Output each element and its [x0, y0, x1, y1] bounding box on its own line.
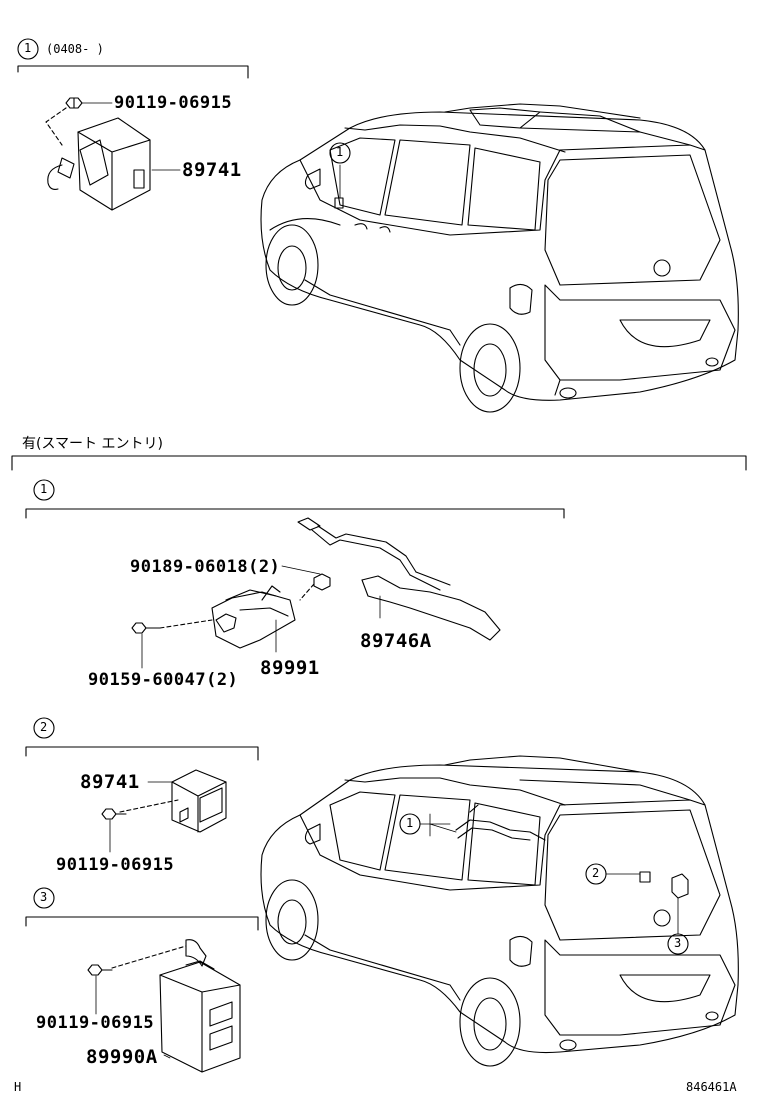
- part-number-clip[interactable]: 90189-06018(2): [130, 557, 281, 577]
- vehicle-callout-top: 1: [336, 145, 344, 159]
- part-number-bolt-g2[interactable]: 90119-06915: [56, 855, 175, 875]
- part-number-screw[interactable]: 90159-60047(2): [88, 670, 239, 690]
- section1-date-range: (0408- ): [46, 42, 104, 56]
- bracket-icon: [211, 585, 296, 653]
- computer-module-icon: [47, 117, 181, 211]
- part-number-bolt-top[interactable]: 90119-06915: [114, 93, 233, 113]
- wire-harness-icon: [297, 517, 501, 641]
- module-89741-icon: [119, 769, 227, 833]
- vehicle-callout-1: 1: [406, 816, 414, 830]
- vehicle-callout-3: 3: [674, 936, 682, 950]
- bolt-90119-icon-g3: [87, 945, 187, 1015]
- group2-bracket: [25, 717, 259, 761]
- part-number-bolt-g3[interactable]: 90119-06915: [36, 1013, 155, 1033]
- top-section-bracket: [17, 38, 249, 79]
- group1-number: 1: [40, 482, 48, 496]
- part-number-bracket[interactable]: 89991: [260, 657, 320, 679]
- group3-number: 3: [40, 890, 48, 904]
- bolt-icon: [65, 97, 113, 109]
- screw-icon: [131, 619, 213, 669]
- part-number-harness[interactable]: 89746A: [360, 630, 432, 652]
- part-number-module-top[interactable]: 89741: [182, 159, 242, 181]
- footer-left-code: H: [14, 1080, 22, 1094]
- part-number-module-89990a[interactable]: 89990A: [86, 1046, 158, 1068]
- group2-number: 2: [40, 720, 48, 734]
- variant-label: 有(スマート エントリ): [22, 436, 163, 452]
- module-89990a-icon: [159, 939, 241, 1073]
- section1-number: 1: [24, 41, 32, 55]
- bolt-90119-icon-g2: [101, 808, 127, 853]
- group1-bracket: [25, 479, 565, 519]
- part-number-module-g2[interactable]: 89741: [80, 771, 140, 793]
- vehicle-callout-2: 2: [592, 866, 600, 880]
- group3-bracket: [25, 887, 259, 931]
- variant-separator: [11, 455, 747, 471]
- vehicle-rear-view-top: [260, 103, 739, 413]
- diagram-id: 846461A: [686, 1080, 737, 1094]
- dashed-leader: [45, 107, 67, 146]
- clip-icon: [281, 565, 331, 601]
- vehicle-rear-view-bottom: [260, 755, 739, 1067]
